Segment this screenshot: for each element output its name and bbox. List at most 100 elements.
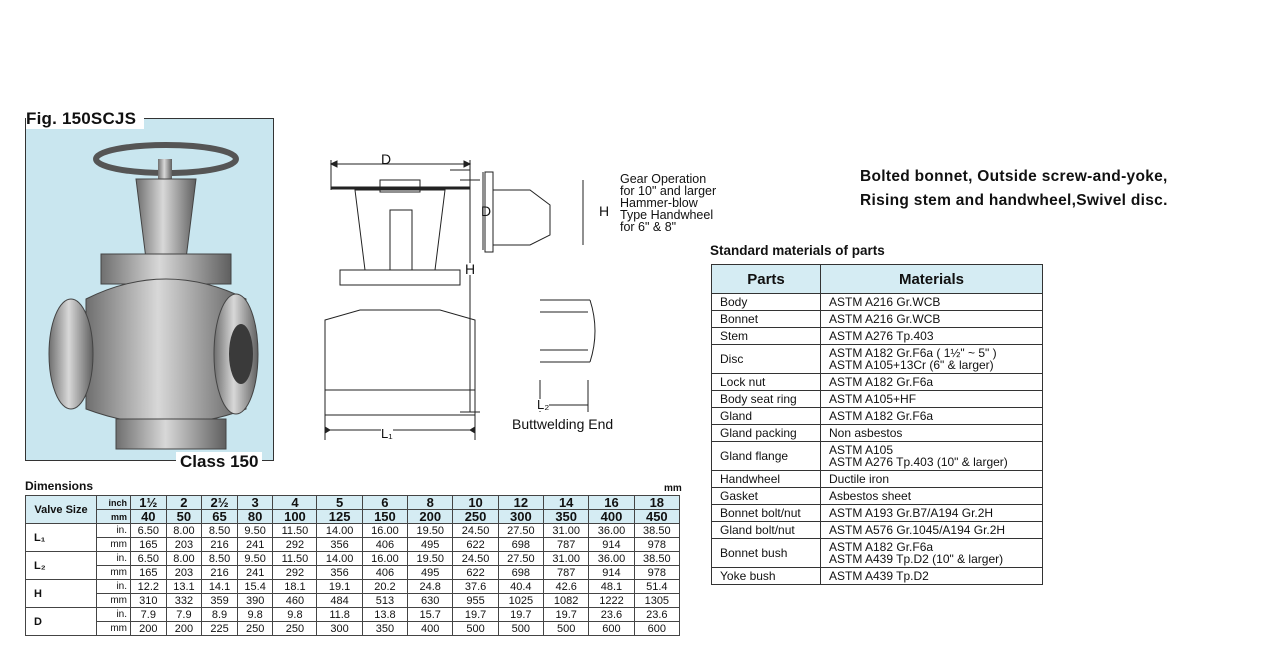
mm-unit: mm [96,621,131,636]
material-line: ASTM A216 Gr.WCB [829,312,941,326]
size-inch: 10 [452,495,499,510]
dimensions-title: Dimensions [25,479,94,493]
dimension-value-in: 8.50 [201,523,238,538]
dim-d-side-label: D [481,203,492,219]
size-inch: 4 [272,495,318,510]
part-materials: ASTM A576 Gr.1045/A194 Gr.2H [820,521,1043,539]
dimension-value-in: 27.50 [497,551,545,566]
size-mm: 125 [316,509,363,524]
dimension-value-in: 14.00 [316,523,363,538]
size-mm: 150 [361,509,409,524]
dimension-value-mm: 165 [130,565,167,580]
dimension-value-mm: 241 [236,537,274,552]
dimension-value-in: 8.00 [165,523,203,538]
dimension-value-mm: 359 [201,593,238,608]
material-line: Non asbestos [829,426,903,440]
dimensions-unit: mm [664,483,682,494]
part-materials: Non asbestos [820,424,1043,442]
dimension-value-mm: 225 [201,621,238,636]
size-mm: 50 [165,509,203,524]
class-label: Class 150 [176,452,263,472]
part-materials: ASTM A182 Gr.F6a [820,407,1043,425]
in-unit: in. [96,551,131,566]
dimension-value-mm: 600 [588,621,635,636]
dimension-value-mm: 250 [272,621,318,636]
material-line: ASTM A276 Tp.403 (10" & larger) [829,455,1008,469]
part-name: Disc [711,344,821,374]
part-name: Gasket [711,487,821,505]
dimension-value-in: 8.9 [201,607,238,622]
dimension-value-in: 9.50 [236,551,274,566]
dimension-value-mm: 787 [543,565,590,580]
material-line: ASTM A276 Tp.403 [829,329,934,343]
size-inch: 1½ [130,495,167,510]
material-line: ASTM A439 Tp.D2 [829,569,929,583]
size-inch: 2 [165,495,203,510]
dimension-value-mm: 787 [543,537,590,552]
material-line: ASTM A182 Gr.F6a ( 1½" ~ 5" ) [829,346,997,360]
dimension-value-in: 8.00 [165,551,203,566]
dimension-value-mm: 216 [201,565,238,580]
dimension-value-mm: 406 [361,537,409,552]
part-materials: ASTM A105+HF [820,390,1043,408]
part-name: Handwheel [711,470,821,488]
dimension-value-mm: 622 [452,537,499,552]
dimension-value-in: 6.50 [130,551,167,566]
part-materials: ASTM A216 Gr.WCB [820,293,1043,311]
dimension-value-mm: 495 [407,537,454,552]
part-name: Gland bolt/nut [711,521,821,539]
dimension-value-in: 31.00 [543,523,590,538]
dimension-value-in: 9.8 [236,607,274,622]
dimension-value-mm: 292 [272,565,318,580]
dimension-value-mm: 622 [452,565,499,580]
dimension-value-mm: 200 [165,621,203,636]
dimension-value-mm: 955 [452,593,499,608]
dimension-value-mm: 356 [316,565,363,580]
part-materials: ASTM A182 Gr.F6a [820,373,1043,391]
size-inch: 16 [588,495,635,510]
dimension-value-mm: 500 [497,621,545,636]
dim-d-label: D [381,151,392,167]
valve-description: Bolted bonnet, Outside screw-and-yoke, R… [860,165,1168,213]
dimension-value-in: 6.50 [130,523,167,538]
dimension-value-mm: 332 [165,593,203,608]
dimension-value-in: 19.1 [316,579,363,594]
dimension-value-mm: 500 [452,621,499,636]
dimension-value-mm: 1222 [588,593,635,608]
material-line: ASTM A105+HF [829,392,917,406]
dim-l2-label: L₂ [537,397,550,412]
materials-header-materials: Materials [820,264,1043,294]
dimension-value-mm: 484 [316,593,363,608]
dimension-value-in: 40.4 [497,579,545,594]
dimension-label: L₂ [25,551,97,580]
dimension-value-in: 51.4 [633,579,681,594]
material-line: ASTM A182 Gr.F6a [829,540,934,554]
dimension-value-mm: 698 [497,537,545,552]
dimension-value-mm: 500 [543,621,590,636]
part-materials: Ductile iron [820,470,1043,488]
dimension-value-in: 19.50 [407,523,454,538]
dim-h-label: H [465,261,476,277]
dimension-value-mm: 1082 [543,593,590,608]
dimension-value-mm: 310 [130,593,167,608]
dimension-value-mm: 200 [130,621,167,636]
gear-note-line: Gear Operation [620,172,707,186]
size-inch: 5 [316,495,363,510]
size-mm: 100 [272,509,318,524]
dimension-value-in: 16.00 [361,523,409,538]
dimension-value-in: 19.50 [407,551,454,566]
part-materials: ASTM A276 Tp.403 [820,327,1043,345]
dimension-value-mm: 698 [497,565,545,580]
part-name: Gland [711,407,821,425]
size-mm: 400 [588,509,635,524]
dimension-value-mm: 460 [272,593,318,608]
